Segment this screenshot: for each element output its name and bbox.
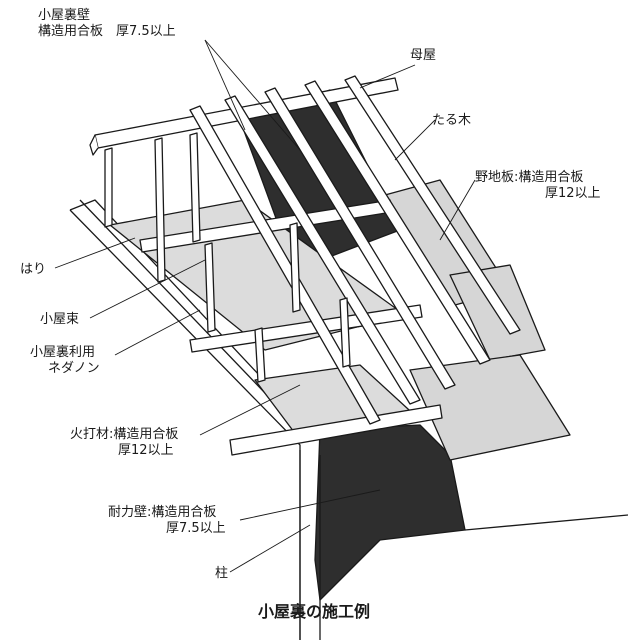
label-hiuchi-line1: 火打材:構造用合板: [70, 427, 179, 442]
label-koyaura-riyou: 小屋裏利用 ネダノン: [30, 345, 100, 377]
figure-caption: 小屋裏の施工例: [257, 602, 370, 621]
label-hiuchi-line2: 厚12以上: [118, 443, 174, 458]
label-moya: 母屋: [410, 48, 437, 63]
label-koyaura-riyou-line2: ネダノン: [48, 361, 100, 376]
ceiling-edge: [69, 199, 321, 441]
label-tairyoku: 耐力壁:構造用合板 厚7.5以上: [108, 505, 226, 537]
label-tairyoku-line2: 厚7.5以上: [166, 521, 226, 536]
label-hashira: 柱: [215, 566, 229, 581]
label-koyazuka: 小屋束: [40, 312, 80, 327]
bearing-wall-panel: [314, 424, 466, 601]
label-hari: はり: [20, 262, 47, 277]
label-koyaura-kabe-line2: 構造用合板 厚7.5以上: [38, 24, 176, 39]
label-tairyoku-line1: 耐力壁:構造用合板: [108, 505, 217, 520]
loft-posts: [104, 132, 351, 383]
wall-line: [464, 514, 628, 531]
label-nojiita: 野地板:構造用合板 厚12以上: [475, 170, 601, 202]
rafters: [189, 75, 521, 425]
label-koyaura-kabe-line1: 小屋裏壁: [38, 8, 91, 23]
label-koyaura-kabe: 小屋裏壁 構造用合板 厚7.5以上: [38, 8, 176, 40]
label-taruki: たる木: [432, 113, 472, 128]
label-koyaura-riyou-line1: 小屋裏利用: [30, 345, 96, 360]
label-nojiita-line2: 厚12以上: [545, 186, 601, 201]
leader-lines: [54, 39, 476, 573]
label-nojiita-line1: 野地板:構造用合板: [475, 170, 584, 185]
label-hiuchi: 火打材:構造用合板 厚12以上: [70, 427, 178, 459]
